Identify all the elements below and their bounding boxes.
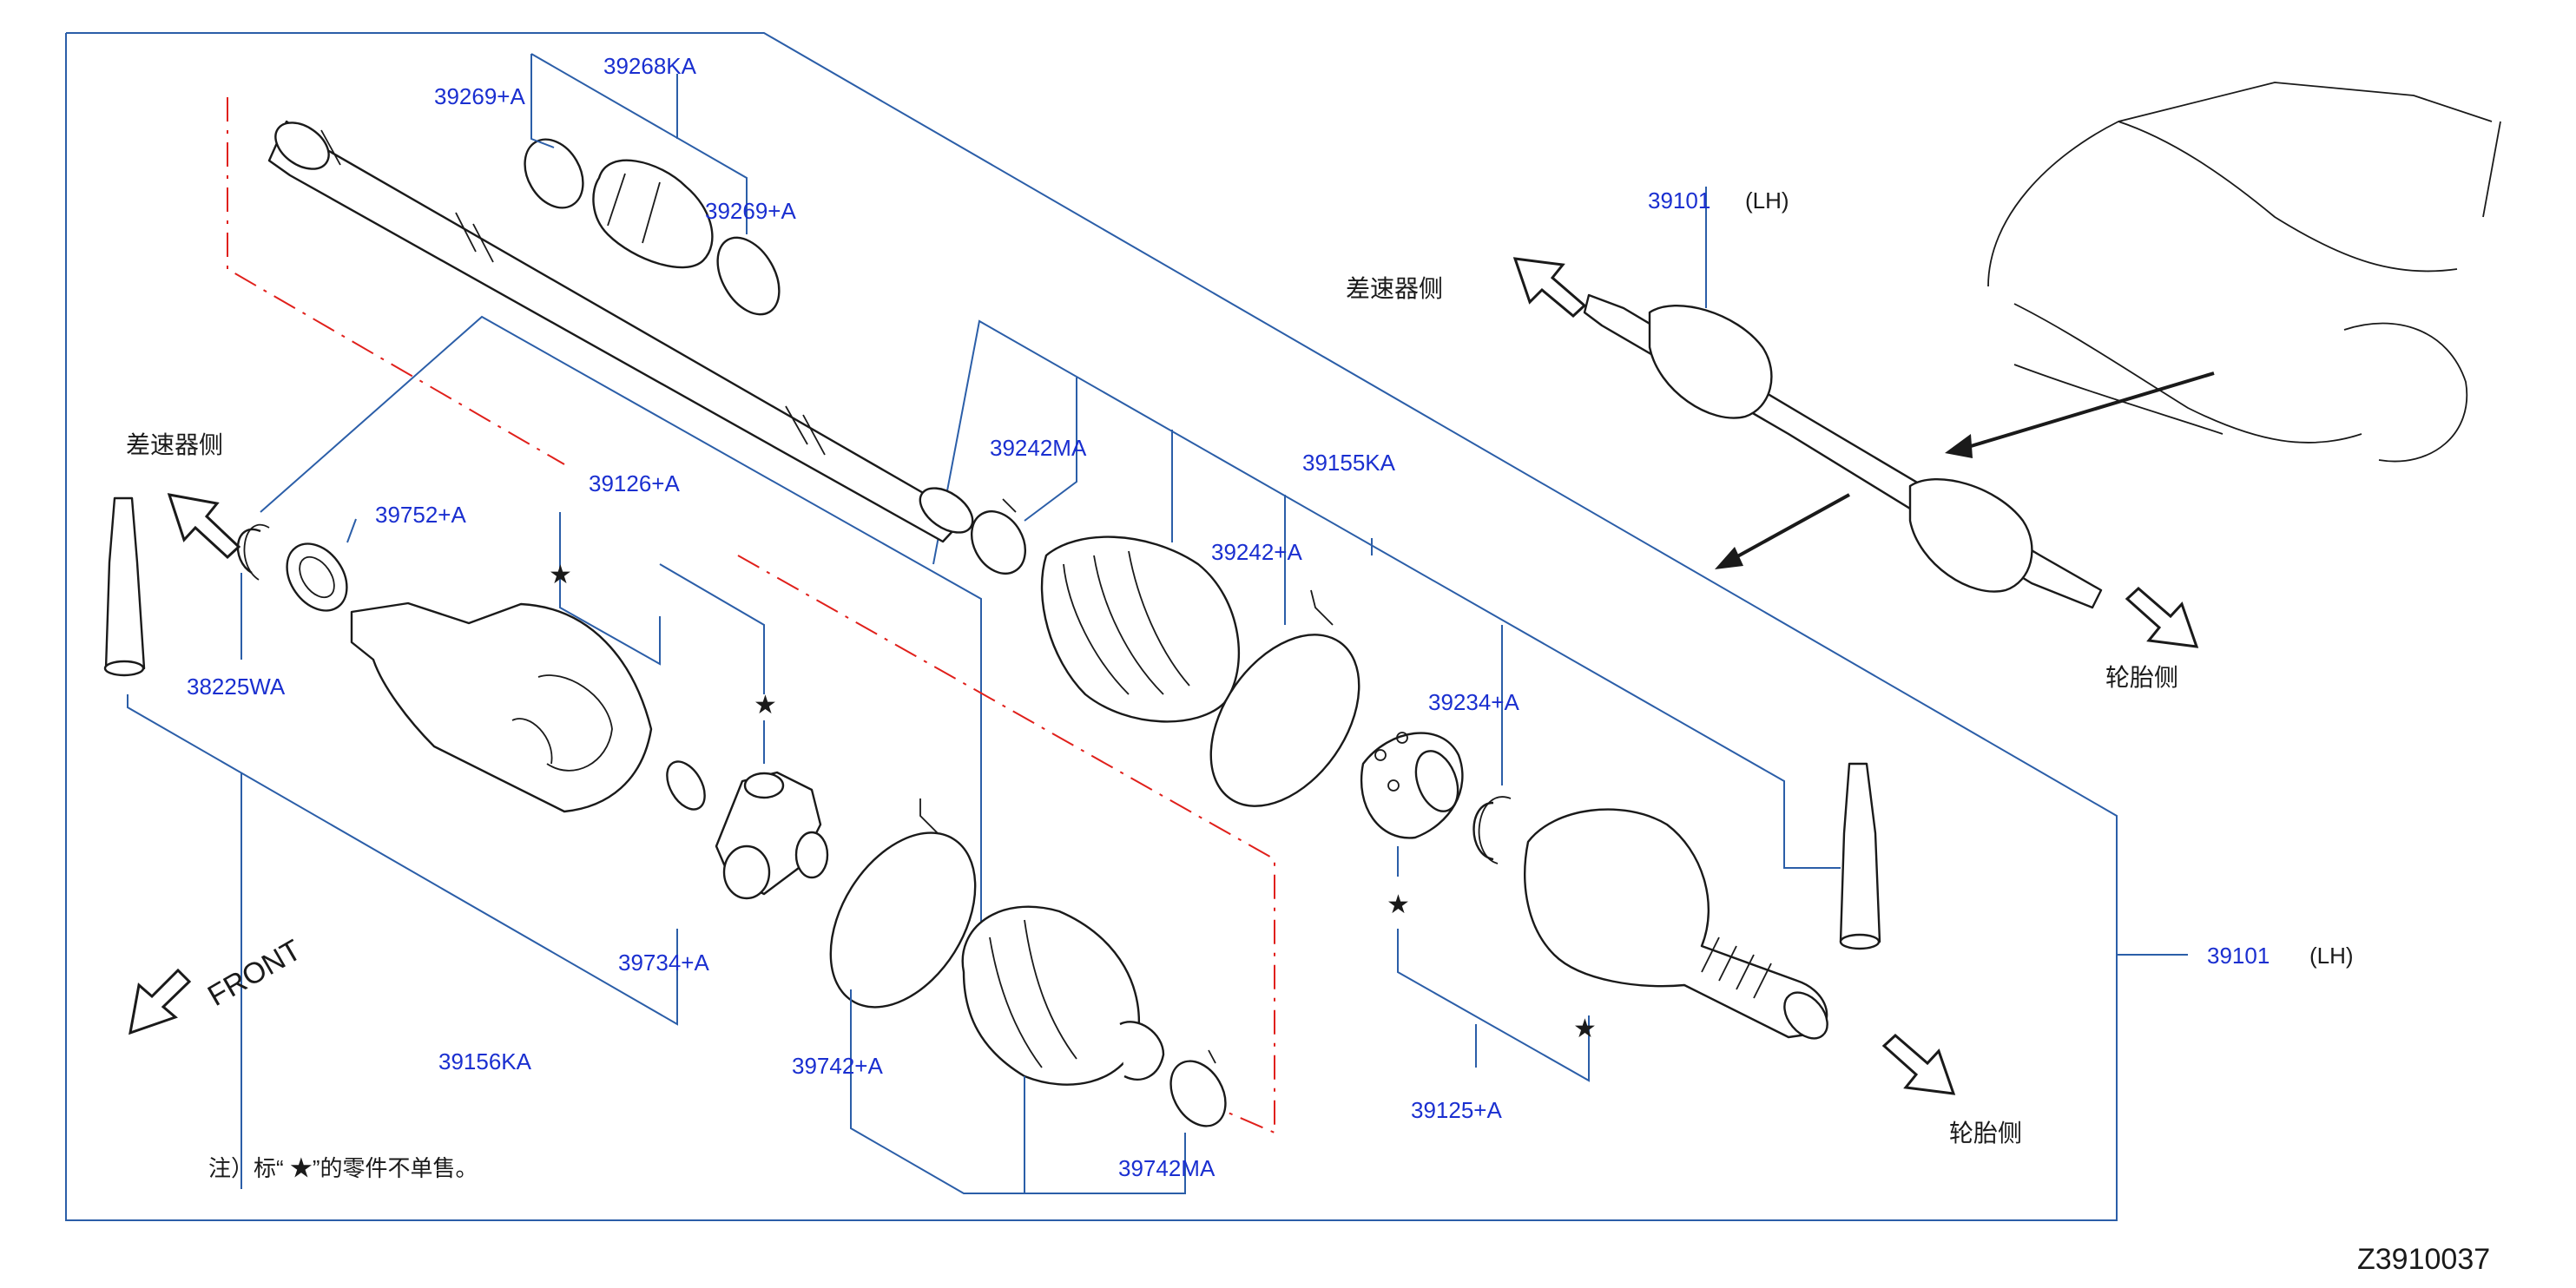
boot-clamp-39742MA <box>1169 1049 1227 1127</box>
label-39126: 39126+A <box>589 470 680 496</box>
shaft-alignment-line-bottom <box>737 555 1275 1134</box>
label-39752: 39752+A <box>375 502 466 528</box>
differential-side-label-left: 差速器侧 <box>126 430 223 459</box>
assembled-drive-shaft <box>1583 293 2103 609</box>
outer-boot <box>1040 536 1241 723</box>
vehicle-front-sketch <box>1987 82 2501 463</box>
inner-joint-group-frame <box>260 315 982 963</box>
arrow-to-vehicle-head <box>1945 434 1973 458</box>
shaft-alignment-line-top <box>227 97 565 465</box>
circlip-39734 <box>666 760 706 811</box>
label-39269-right: 39269+A <box>705 198 796 224</box>
outer-cv-joint <box>1524 808 1828 1040</box>
label-39734: 39734+A <box>618 950 709 976</box>
label-38225WA: 38225WA <box>187 674 286 700</box>
diagram-id: Z3910037 <box>2357 1243 2490 1276</box>
tire-direction-arrow-bottom <box>1881 1033 1956 1095</box>
arrow-to-vehicle <box>1953 371 2215 453</box>
boot-clamp-39242MA <box>970 498 1027 575</box>
tire-side-label-bottom: 轮胎侧 <box>1949 1119 2022 1147</box>
label-39742A: 39742+A <box>792 1053 883 1079</box>
label-39742MA: 39742MA <box>1118 1155 1216 1181</box>
assembly-side-top: (LH) <box>1745 187 1789 214</box>
arrow-assembly-callout <box>1723 493 1850 566</box>
label-39155KA: 39155KA <box>1302 450 1396 476</box>
callout-leaders <box>127 53 1707 1194</box>
star-marker-39125-left: ★ <box>1387 890 1410 920</box>
label-39125: 39125+A <box>1411 1097 1502 1123</box>
label-39268KA: 39268KA <box>603 53 697 79</box>
footnote: 注）标“ ★”的零件不单售。 <box>208 1155 478 1181</box>
tire-direction-arrow-top <box>2125 586 2199 648</box>
ball-cage-race <box>1360 732 1464 839</box>
tripod-spider-joint <box>715 771 829 900</box>
differential-direction-arrow-left <box>167 493 241 560</box>
boot-band-39742 <box>829 798 977 1009</box>
main-frame-outline <box>65 32 2118 1221</box>
differential-direction-arrow-right <box>1512 257 1587 318</box>
label-39242MA: 39242MA <box>990 435 1087 461</box>
snap-ring-39234 <box>1472 796 1512 864</box>
outer-joint-group-frame <box>932 319 1841 869</box>
star-marker-39125-right: ★ <box>1573 1014 1597 1044</box>
inner-boot-kit-top <box>524 138 781 316</box>
intermediate-shaft <box>267 120 974 543</box>
star-marker-39126-right: ★ <box>754 690 777 720</box>
arrow-assembly-callout-head <box>1715 547 1743 569</box>
front-label: FRONT <box>202 933 306 1012</box>
label-39156KA: 39156KA <box>438 1048 532 1074</box>
assembly-side-frame: (LH) <box>2309 943 2354 969</box>
grease-tube-left <box>103 496 146 677</box>
label-39242A: 39242+A <box>1211 539 1302 565</box>
inner-cv-housing <box>350 601 653 813</box>
snap-ring-38225 <box>236 524 270 581</box>
assembly-code-top: 39101 <box>1648 187 1710 214</box>
boot-band-39242 <box>1209 589 1360 807</box>
dust-seal-39752 <box>286 542 348 612</box>
inner-boot-bottom <box>961 905 1165 1086</box>
star-marker-39126-left: ★ <box>549 560 572 590</box>
label-39269-top: 39269+A <box>434 83 525 109</box>
differential-side-label-right: 差速器侧 <box>1346 274 1443 303</box>
front-direction-arrow <box>128 968 192 1035</box>
tire-side-label-top: 轮胎侧 <box>2105 663 2178 692</box>
assembly-code-frame: 39101 <box>2207 943 2270 969</box>
grease-tube-right <box>1839 762 1881 950</box>
label-39234: 39234+A <box>1428 689 1519 715</box>
